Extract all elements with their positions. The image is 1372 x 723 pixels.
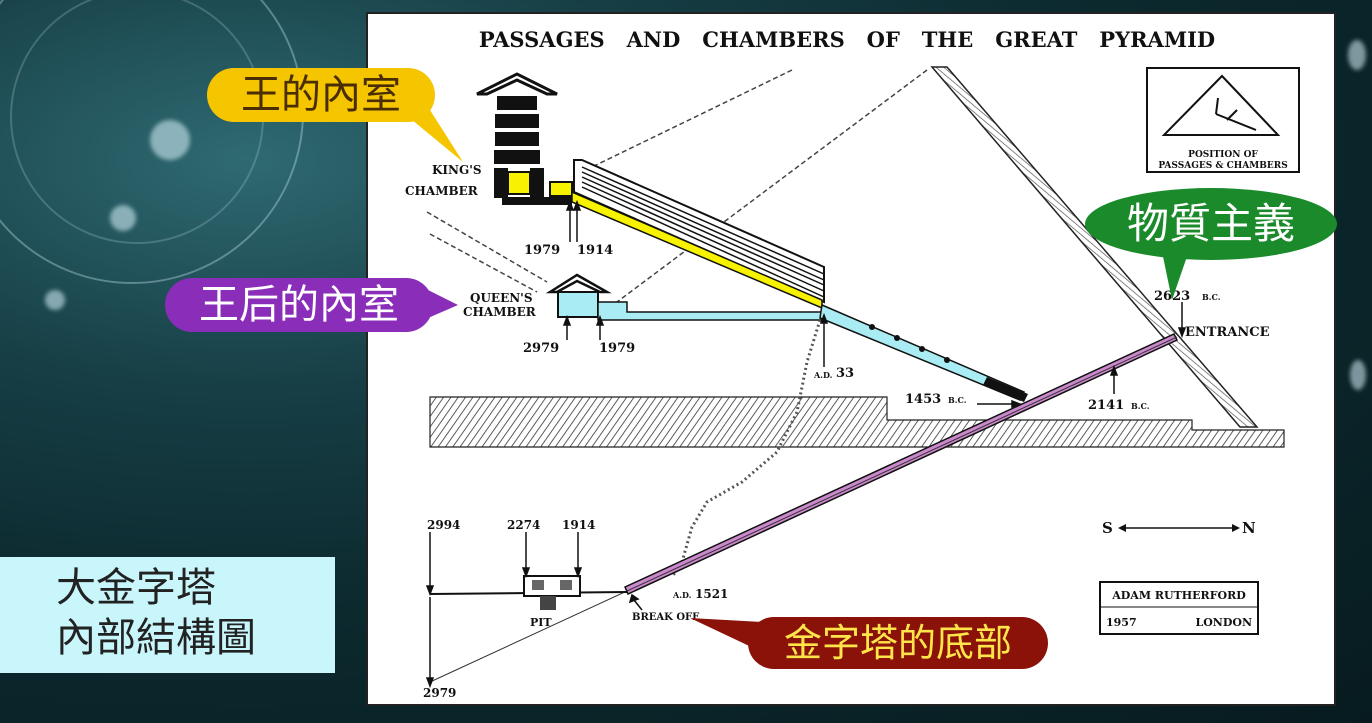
materialism-callout-text: 物質主義 [1126,199,1295,248]
queens-chamber-callout-text: 王后的內室 [199,282,399,328]
granite-plug [983,377,1028,402]
kings-chamber-callout-text: 王的內室 [241,72,401,118]
background-glow [45,290,65,310]
dashed-line [426,211,548,283]
dashed-line [591,69,793,168]
kings-chamber-callout: 王的內室 [207,68,435,122]
compass-north: N [1242,519,1256,537]
date-label: 2141 [1088,398,1124,413]
slide-title-line2: 內部結構圖 [56,615,256,661]
kings-chamber-label-2: CHAMBER [405,184,479,198]
credit-author: ADAM RUTHERFORD [1111,589,1246,602]
break-off-label: BREAK OFF [632,612,699,623]
queens-chamber-callout: 王后的內室 [165,278,433,332]
dashed-line [616,69,928,303]
credit-box: ADAM RUTHERFORD 1957 LONDON [1099,581,1259,635]
date-prefix: A.D. [813,370,833,380]
date-label: 2979 [523,341,559,356]
date-label: 2274 [507,518,540,532]
date-label: 2994 [427,518,460,532]
queens-chamber-label-1: QUEEN'S [470,291,533,305]
date-suffix: B.C. [1202,292,1221,302]
date-label: 1914 [577,243,613,258]
dashed-line [429,233,538,293]
passage-marker [894,335,900,341]
pyramid-base-callout-text: 金字塔的底部 [783,621,1012,665]
background-glow [110,205,136,231]
passage-marker [869,324,875,330]
date-label: 1979 [524,243,560,258]
passage-marker [944,357,950,363]
grand-gallery [571,159,825,310]
date-label: 1979 [599,341,635,356]
queens-chamber-label-2: CHAMBER [463,305,537,319]
date-label: 1914 [562,518,595,532]
date-label: 33 [836,366,854,381]
date-suffix: B.C. [948,395,967,405]
background-glow [1350,360,1366,390]
slide-title-line1: 大金字塔 [56,565,216,611]
queens-chamber [545,273,823,321]
pyramid-diagram: PASSAGES AND CHAMBERS OF THE GREAT PYRAM… [366,12,1336,706]
date-label: 2979 [423,686,456,700]
inset-label-1: POSITION OF [1188,150,1258,160]
credit-city: LONDON [1195,616,1252,629]
diagram-title: PASSAGES AND CHAMBERS OF THE GREAT PYRAM… [479,27,1215,52]
compass-south: S [1102,519,1113,537]
materialism-callout: 物質主義 [1085,188,1337,260]
slide-title-box: 大金字塔 內部結構圖 [0,557,335,673]
compass: S N [1102,519,1256,537]
kings-chamber-label-1: KING'S [432,163,482,177]
passage-marker [919,346,925,352]
date-arrows [425,199,1187,689]
pyramid-base-line [429,336,1178,683]
pit-label: PIT [530,616,552,629]
subterranean-chamber [523,575,581,610]
date-label: 2623 [1154,289,1190,304]
date-prefix: A.D. [672,590,692,600]
kings-chamber-stack [476,72,573,205]
position-inset: POSITION OF PASSAGES & CHAMBERS [1146,67,1300,173]
pyramid-base-callout: 金字塔的底部 [748,617,1048,669]
inset-label-2: PASSAGES & CHAMBERS [1158,161,1287,171]
date-suffix: B.C. [1131,401,1150,411]
credit-year: 1957 [1106,616,1137,629]
well-shaft [670,319,822,578]
background-glow [1348,40,1366,70]
entrance-label: ENTRANCE [1185,325,1270,340]
date-label: 1453 [905,392,941,407]
ground-bedrock [429,396,1285,448]
date-label: 1521 [695,587,728,601]
background-ring-2 [10,0,264,244]
background-glow [150,120,190,160]
